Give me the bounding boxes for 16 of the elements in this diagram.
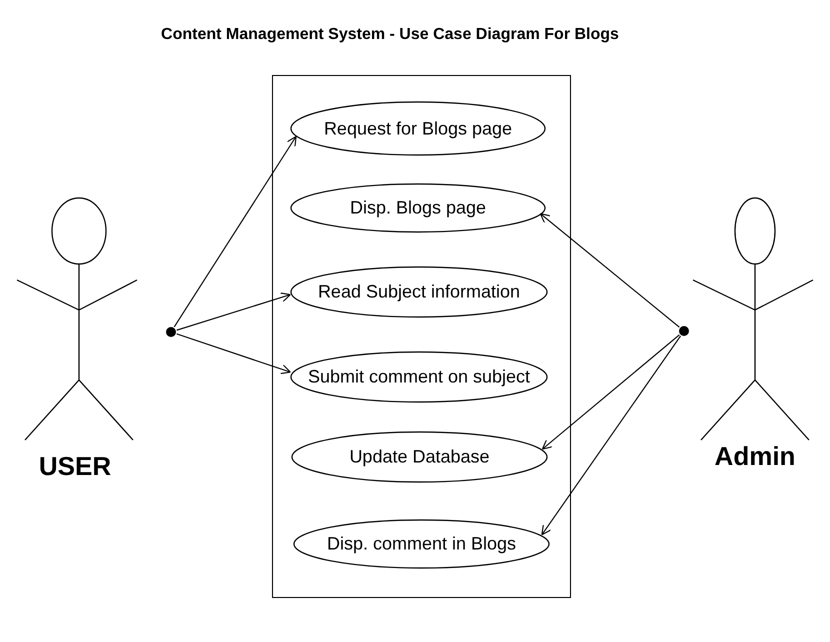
use-case-label: Disp. Blogs page [348,198,488,218]
diagram-title: Content Management System - Use Case Diagram For Blogs [160,26,620,44]
actor-label: Admin [714,441,796,472]
association-arrow [542,334,680,450]
use-case-label: Read Subject information [316,282,522,302]
actor-label: USER [38,451,112,482]
use-case-label: Update Database [348,446,491,468]
use-case-label: Submit comment on subject [306,366,532,388]
use-case-label: Disp. comment in Blogs [326,534,518,554]
association-arrow [176,333,291,374]
association-arrow [540,213,680,328]
association-arrow [176,292,291,331]
association-arrow [174,136,297,328]
association-arrow [541,336,682,536]
system-boundary [272,75,571,598]
use-case-label: Request for Blogs page [322,118,514,139]
